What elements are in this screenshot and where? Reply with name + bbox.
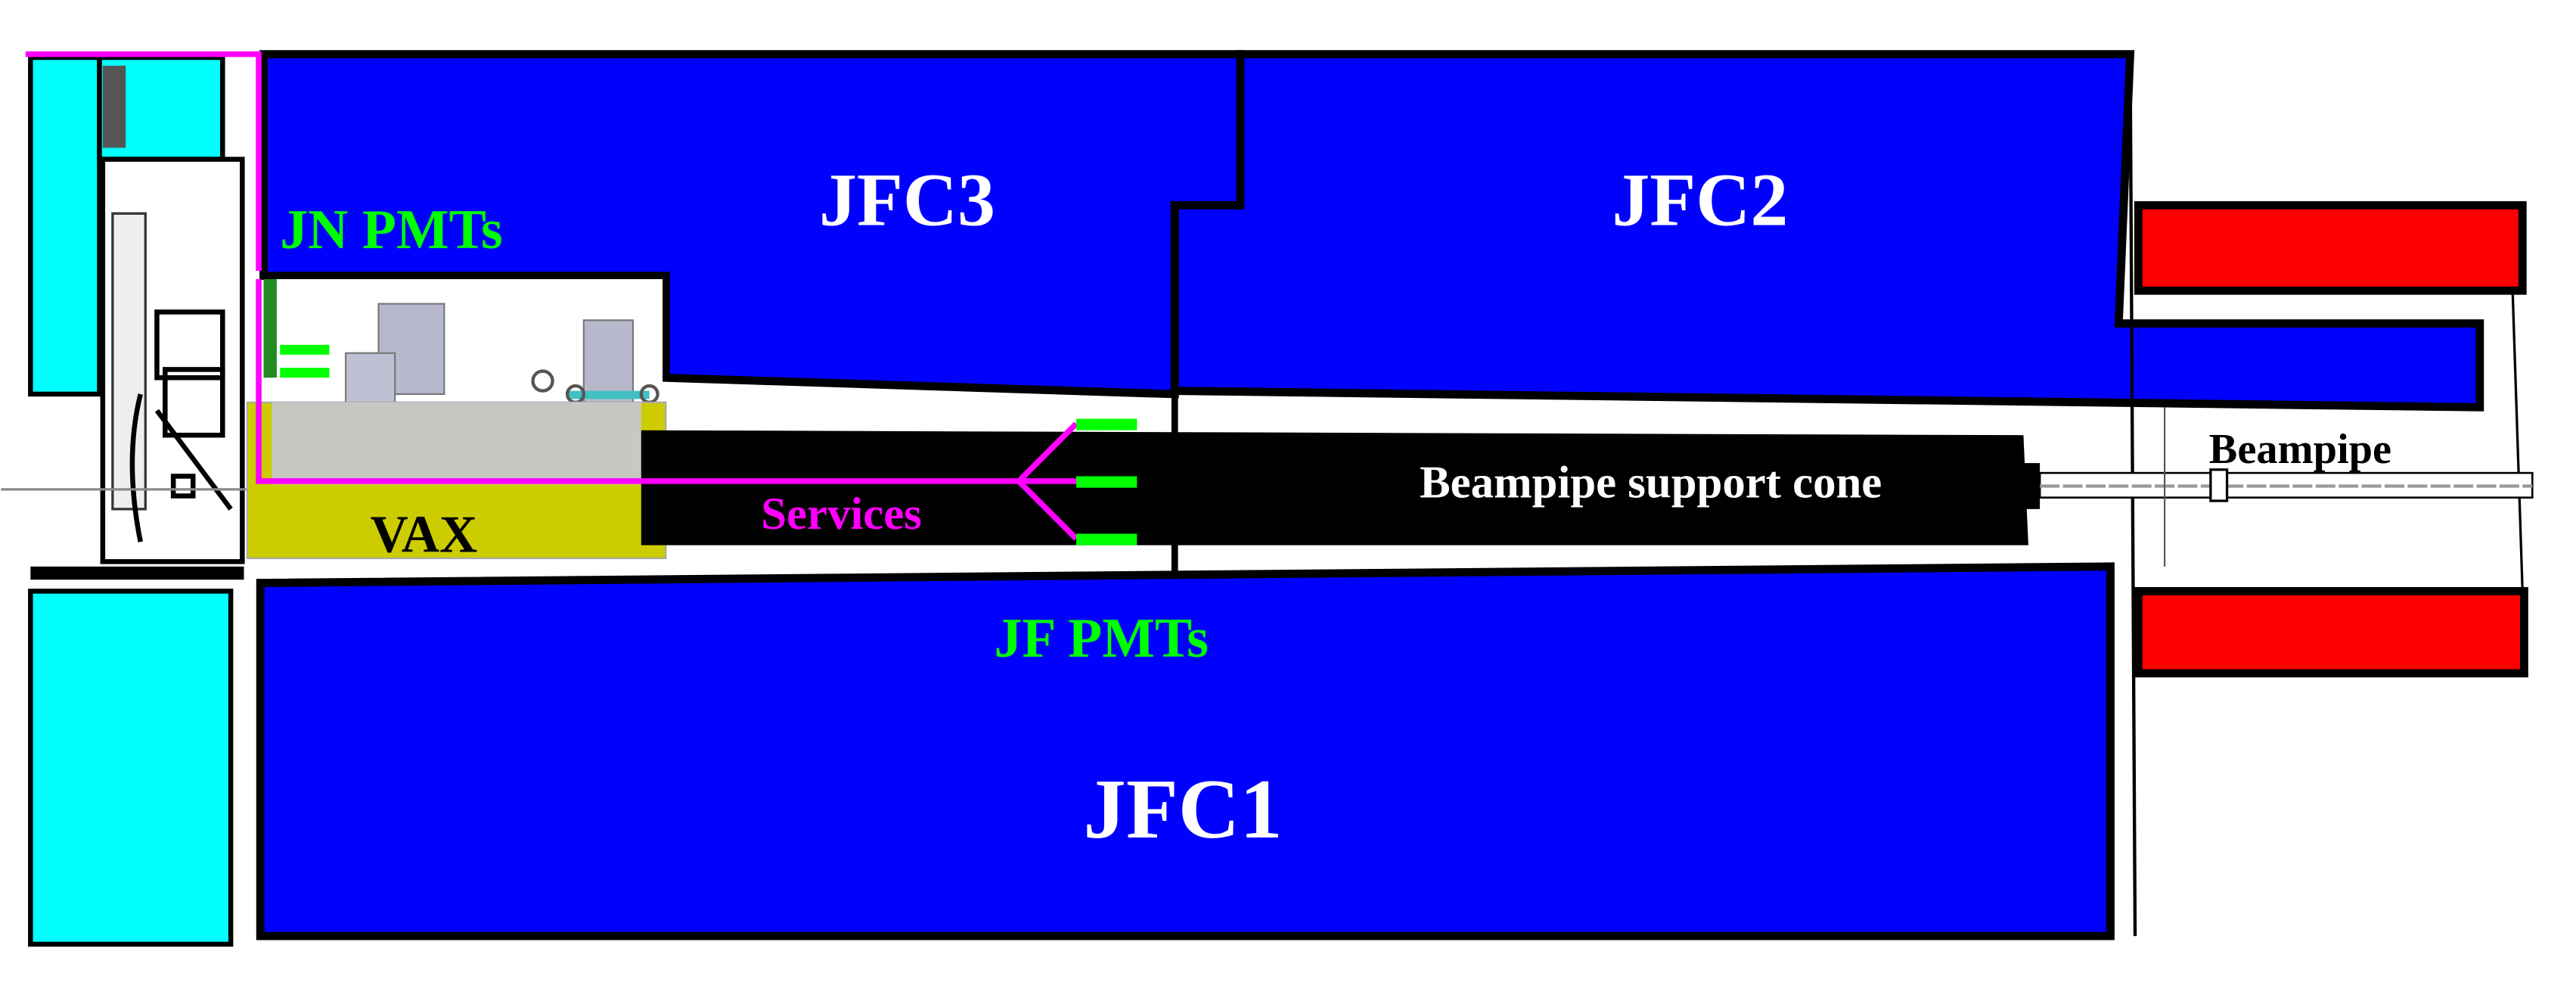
jn-pmt-bar-2 <box>280 368 330 378</box>
jf-pmt-bar-3 <box>1075 533 1137 545</box>
beampipe-support-cone <box>641 430 2028 545</box>
frame-inner <box>111 212 147 511</box>
label-services: Services <box>761 489 922 539</box>
cyan-block-lower <box>28 589 234 947</box>
jf-pmt-bar-1 <box>1075 418 1137 430</box>
jfc1-block <box>256 562 2115 940</box>
label-vax: VAX <box>371 505 477 564</box>
label-jn-pmts: JN PMTs <box>280 198 502 260</box>
jf-pmt-bar-2 <box>1075 476 1137 488</box>
label-jfc2: JFC2 <box>1612 157 1788 241</box>
beampipe <box>2038 407 2534 567</box>
jfc2-block <box>1170 50 2484 412</box>
label-jf-pmts: JF PMTs <box>994 607 1209 669</box>
hatched-column <box>102 65 126 148</box>
jn-pmt-bar-1 <box>280 344 330 355</box>
services-cabling <box>25 51 1079 541</box>
label-beampipe-support-cone: Beampipe support cone <box>1420 458 1882 508</box>
label-beampipe: Beampipe <box>2209 426 2391 473</box>
label-jfc1: JFC1 <box>1083 762 1282 856</box>
vax-machinery <box>272 402 641 485</box>
red-block-upper <box>2134 200 2527 295</box>
jn-pmt-plate <box>263 278 277 378</box>
left-shielding <box>1 54 247 947</box>
red-block-lower <box>2134 586 2528 678</box>
cone-flange <box>2023 463 2041 509</box>
cyan-block-upper-left <box>28 54 102 397</box>
label-jfc3: JFC3 <box>819 157 995 241</box>
right-edge-line <box>2511 292 2524 592</box>
divider-bar <box>30 566 244 580</box>
mechanism-drawing <box>1 309 247 542</box>
